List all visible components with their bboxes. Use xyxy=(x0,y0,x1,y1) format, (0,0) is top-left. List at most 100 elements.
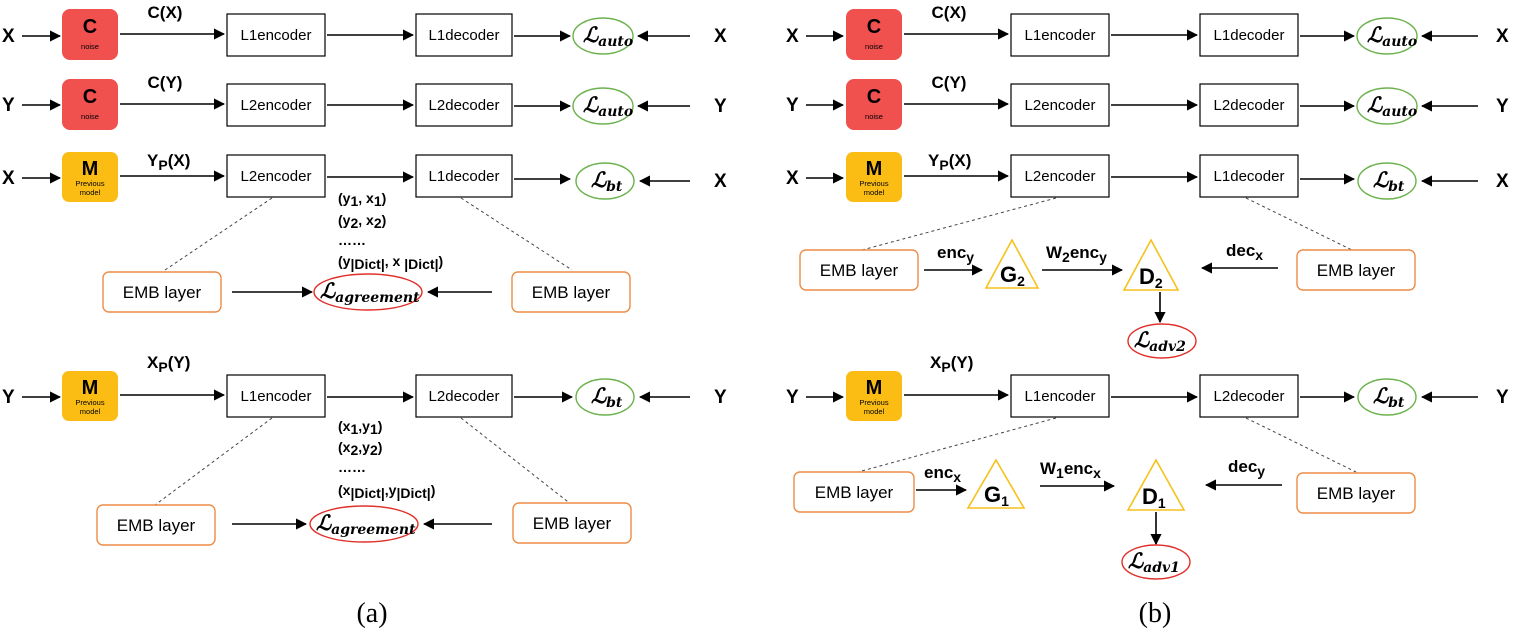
emb-layer-label: EMB layer xyxy=(532,283,611,302)
loss-auto-ellipse xyxy=(1356,87,1418,125)
input-label: Y xyxy=(2,387,15,408)
dashed-link xyxy=(460,197,573,271)
emb-layer-label: EMB layer xyxy=(1317,484,1396,503)
decoder-label: L2decoder xyxy=(429,388,500,405)
model-box xyxy=(846,371,902,421)
discriminator-triangle xyxy=(1126,458,1186,511)
a-row2: Y C noise C(Y) L2encoder L2decoder ℒauto… xyxy=(2,73,727,130)
emb-layer-label: EMB layer xyxy=(815,483,894,502)
noise-block: C noise xyxy=(846,79,902,130)
target-label: Y xyxy=(1496,96,1509,117)
a-row4: Y M Previous model XP(Y) L1encoder L2dec… xyxy=(2,353,727,546)
model-sub: model xyxy=(864,188,885,197)
loss-bt-label: ℒbt xyxy=(1373,383,1405,411)
loss-bt-ellipse xyxy=(1357,162,1417,200)
emb-layer-box xyxy=(1296,249,1416,291)
discriminator-label: D1 xyxy=(1142,484,1166,511)
loss-agreement-ellipse xyxy=(309,505,419,543)
encoder-label: L2encoder xyxy=(1025,168,1096,185)
noise-box xyxy=(846,9,902,60)
edge-label: C(X) xyxy=(932,3,967,22)
panel-a: X C noise C(X) L1encoder L1decoder ℒauto… xyxy=(2,3,727,629)
emb-layer-label: EMB layer xyxy=(1317,261,1396,280)
panel-b: X C noise C(X) L1encoder L1decoder ℒauto… xyxy=(786,3,1509,629)
generator-triangle xyxy=(966,458,1026,509)
loss-agreement-ellipse xyxy=(313,273,423,311)
dec-label: decy xyxy=(1228,457,1265,479)
a-row3: X M Previous model YP(X) L2encoder L1dec… xyxy=(2,151,727,313)
encoder-box xyxy=(1010,83,1110,127)
model-letter: M xyxy=(866,377,883,399)
noise-letter: C xyxy=(867,16,881,38)
pair-item: (y2, x2) xyxy=(338,212,386,231)
model-sub: model xyxy=(80,188,101,197)
model-sub: Previous xyxy=(859,398,888,407)
enc-label: ency xyxy=(937,243,974,265)
target-label: X xyxy=(714,26,727,47)
emb-layer-box xyxy=(512,502,632,544)
generator-label: G2 xyxy=(1000,262,1025,289)
noise-letter: C xyxy=(83,86,97,108)
model-box xyxy=(846,152,902,202)
edge-label: XP(Y) xyxy=(147,353,190,375)
b-row3: X M Previous model YP(X) L2encoder L1dec… xyxy=(786,151,1509,359)
dashed-link xyxy=(857,417,1057,473)
panel-caption: (b) xyxy=(1139,598,1172,629)
target-label: Y xyxy=(714,387,727,408)
pair-item: (y|Dict|, x |Dict|) xyxy=(338,253,443,272)
target-label: Y xyxy=(1496,387,1509,408)
loss-auto-ellipse xyxy=(572,87,634,125)
emb-layer-label: EMB layer xyxy=(533,514,612,533)
loss-bt-ellipse xyxy=(575,378,635,416)
decoder-label: L1decoder xyxy=(1214,168,1285,185)
noise-sub: noise xyxy=(865,112,883,121)
model-letter: M xyxy=(82,377,99,399)
discriminator-triangle xyxy=(1122,238,1180,291)
loss-auto-ellipse xyxy=(572,17,634,55)
dec-label: decx xyxy=(1226,241,1263,263)
decoder-box xyxy=(415,154,513,198)
model-letter: M xyxy=(866,158,883,180)
loss-bt-ellipse xyxy=(575,162,635,200)
noise-box xyxy=(846,79,902,130)
dict-pairs: (y1, x1) (y2, x2) …… (y|Dict|, x |Dict|) xyxy=(338,190,443,272)
loss-auto-label: ℒauto xyxy=(1367,22,1417,50)
input-label: X xyxy=(2,26,15,47)
model-sub: model xyxy=(864,407,885,416)
input-label: Y xyxy=(2,95,15,116)
dashed-link xyxy=(164,197,273,271)
dashed-link xyxy=(154,417,273,506)
emb-layer-box xyxy=(102,271,222,313)
loss-bt-label: ℒbt xyxy=(591,383,623,411)
noise-box xyxy=(62,9,118,60)
decoder-box xyxy=(415,374,513,418)
a-row1: X C noise C(X) L1encoder L1decoder ℒauto… xyxy=(2,3,727,60)
loss-adv-label: ℒadv1 xyxy=(1128,548,1180,576)
edge-label: C(Y) xyxy=(932,73,967,92)
decoder-box xyxy=(1199,374,1299,418)
pair-item: (x1,y1) xyxy=(338,418,382,437)
noise-block: C noise xyxy=(62,79,118,130)
decoder-box xyxy=(1199,83,1299,127)
noise-sub: noise xyxy=(865,42,883,51)
decoder-label: L2decoder xyxy=(1214,97,1285,114)
emb-layer-box xyxy=(799,249,919,291)
encoder-box xyxy=(1010,154,1110,198)
noise-block: C noise xyxy=(62,9,118,60)
encoder-label: L1encoder xyxy=(241,388,312,405)
encoder-label: L1encoder xyxy=(1025,27,1096,44)
loss-auto-ellipse xyxy=(1356,17,1418,55)
decoder-label: L1decoder xyxy=(1214,27,1285,44)
model-block: M Previous model xyxy=(846,152,902,202)
loss-bt-ellipse xyxy=(1357,378,1417,416)
decoder-box xyxy=(415,13,513,57)
model-block: M Previous model xyxy=(846,371,902,421)
loss-adv-ellipse xyxy=(1121,544,1191,580)
input-label: X xyxy=(2,168,15,189)
loss-auto-label: ℒauto xyxy=(583,22,633,50)
decoder-label: L1decoder xyxy=(429,27,500,44)
input-label: X xyxy=(786,26,799,47)
decoder-box xyxy=(1199,13,1299,57)
pair-item: …… xyxy=(338,459,366,475)
